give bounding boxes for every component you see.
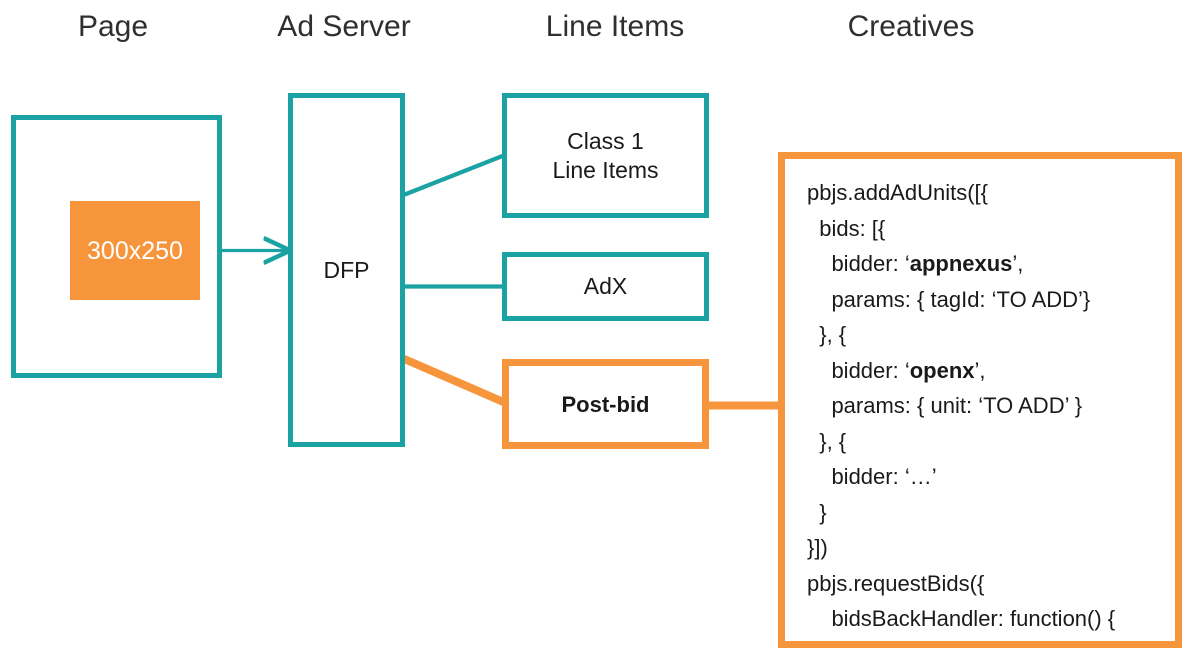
line-item-adx-label: AdX <box>583 273 628 299</box>
code-bidder-name: openx <box>909 357 975 383</box>
creative-code-panel: pbjs.addAdUnits([{ bids: [{ bidder: ‘app… <box>778 152 1182 648</box>
line-item-box-adx: AdX <box>502 252 709 321</box>
line-item-box-class1: Class 1 Line Items <box>502 93 709 218</box>
code-line: } <box>807 499 827 525</box>
code-line: bidder: ‘…’ <box>807 464 937 489</box>
column-header-ad-server: Ad Server <box>277 10 411 43</box>
line-item-post-bid-label: Post-bid <box>561 391 650 417</box>
ad-server-label: DFP <box>323 256 370 283</box>
line-item-class1-line2: Line Items <box>552 156 659 183</box>
code-line: pbjs.renderAd(…); <box>807 637 1115 642</box>
code-line: }]) <box>807 535 828 560</box>
connector-dfp-to-class1 <box>400 153 506 198</box>
connector-dfp-to-postbid <box>400 354 510 408</box>
column-header-line-items: Line Items <box>545 10 685 43</box>
line-item-class1-line1: Class 1 <box>567 127 644 154</box>
column-header-page: Page <box>77 10 149 43</box>
ad-server-box-dfp: DFP <box>288 93 405 447</box>
code-line: bids: [{ <box>807 215 886 241</box>
code-line: params: { unit: ‘TO ADD’ } <box>807 393 1083 418</box>
code-line: params: { tagId: ‘TO ADD’} <box>807 286 1091 312</box>
ad-slot-300x250: 300x250 <box>70 201 200 300</box>
code-line: bidsBackHandler: function() { <box>807 606 1116 631</box>
creative-code-text: pbjs.addAdUnits([{ bids: [{ bidder: ‘app… <box>807 175 1116 642</box>
code-line: }, { <box>807 428 847 454</box>
ad-slot-label: 300x250 <box>87 236 183 265</box>
code-line: bidder: ‘openx’, <box>807 357 986 383</box>
code-line: pbjs.requestBids({ <box>807 570 985 596</box>
code-bidder-name: appnexus <box>909 251 1013 276</box>
code-line: }, { <box>807 322 847 347</box>
line-item-box-post-bid: Post-bid <box>502 359 709 449</box>
code-line: bidder: ‘appnexus’, <box>807 251 1024 276</box>
code-line: pbjs.addAdUnits([{ <box>807 180 988 205</box>
column-header-creatives: Creatives <box>847 10 975 43</box>
